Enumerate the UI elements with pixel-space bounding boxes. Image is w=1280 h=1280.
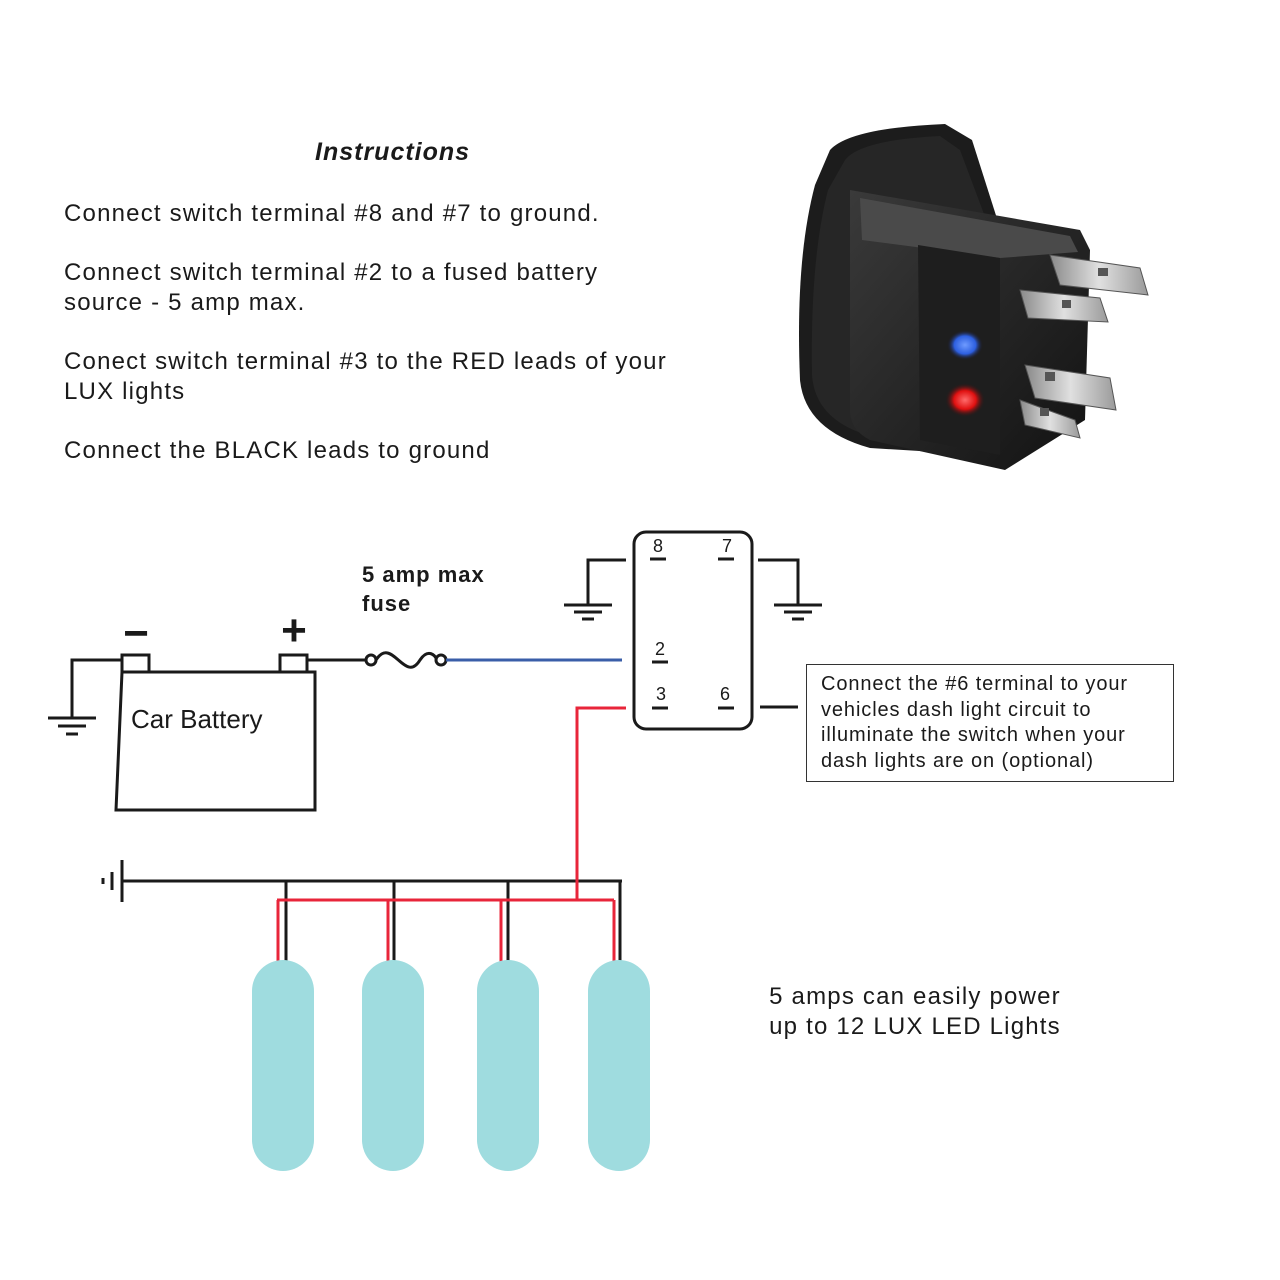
instruction-step-3-line-2: LUX lights	[64, 378, 186, 405]
fuse-label-line-2: fuse	[362, 591, 412, 616]
note-line-2: vehicles dash light circuit to	[821, 698, 1092, 721]
red-indicator-led	[945, 383, 985, 417]
fuse-symbol	[364, 651, 448, 669]
instruction-step-1-line-1: Connect switch terminal #8 and #7 to gro…	[64, 200, 600, 227]
switch-terminal-tabs	[1019, 254, 1149, 439]
battery-label: Car Battery	[131, 704, 263, 734]
battery-positive-sign: +	[281, 606, 307, 655]
switch-ground-left	[564, 558, 626, 621]
capacity-line-2: up to 12 LUX LED Lights	[769, 1013, 1061, 1040]
instruction-step-3-line-1: Conect switch terminal #3 to the RED lea…	[64, 348, 667, 375]
terminal-label-6: 6	[720, 684, 730, 704]
capacity-note: 5 amps can easily power up to 12 LUX LED…	[740, 982, 1090, 1042]
car-battery	[114, 670, 317, 812]
switch-ground-right	[758, 558, 822, 621]
fuse-label-line-1: 5 amp max	[362, 562, 485, 587]
terminal-label-7: 7	[722, 536, 732, 556]
note-line-1: Connect the #6 terminal to your	[821, 673, 1128, 695]
terminal-label-8: 8	[653, 536, 663, 556]
terminal-6-note: Connect the #6 terminal to your vehicles…	[806, 664, 1174, 782]
note-line-3: illuminate the switch when your	[821, 724, 1126, 746]
battery-ground-symbol	[48, 658, 122, 736]
red-wire	[276, 706, 626, 965]
lights-ground-bus	[101, 860, 622, 965]
instruction-step-4-line-1: Connect the BLACK leads to ground	[64, 437, 491, 464]
fuse-label: 5 amp max fuse	[362, 560, 532, 618]
instruction-step-4: Connect the BLACK leads to ground	[64, 436, 491, 466]
instruction-step-3: Conect switch terminal #3 to the RED lea…	[64, 347, 667, 407]
instruction-step-2-line-2: source - 5 amp max.	[64, 289, 306, 316]
instruction-step-1: Connect switch terminal #8 and #7 to gro…	[64, 199, 600, 229]
instruction-step-2: Connect switch terminal #2 to a fused ba…	[64, 258, 598, 318]
instructions-title: Instructions	[315, 138, 471, 166]
note-line-4: dash lights are on (optional)	[821, 749, 1094, 772]
blue-indicator-led	[947, 330, 983, 360]
capacity-line-1: 5 amps can easily power	[769, 983, 1061, 1010]
battery-negative-terminal	[120, 653, 151, 674]
terminal-label-3: 3	[656, 684, 666, 704]
switch-schematic	[632, 530, 754, 731]
battery-positive-terminal	[278, 653, 309, 674]
instruction-step-2-line-1: Connect switch terminal #2 to a fused ba…	[64, 259, 599, 286]
lux-light	[588, 960, 650, 1171]
terminal-label-2: 2	[655, 639, 665, 659]
lux-light	[252, 960, 314, 1171]
lux-light	[362, 960, 424, 1171]
lux-light	[477, 960, 539, 1171]
lux-lights	[252, 960, 650, 1171]
battery-negative-sign: −	[123, 609, 149, 658]
